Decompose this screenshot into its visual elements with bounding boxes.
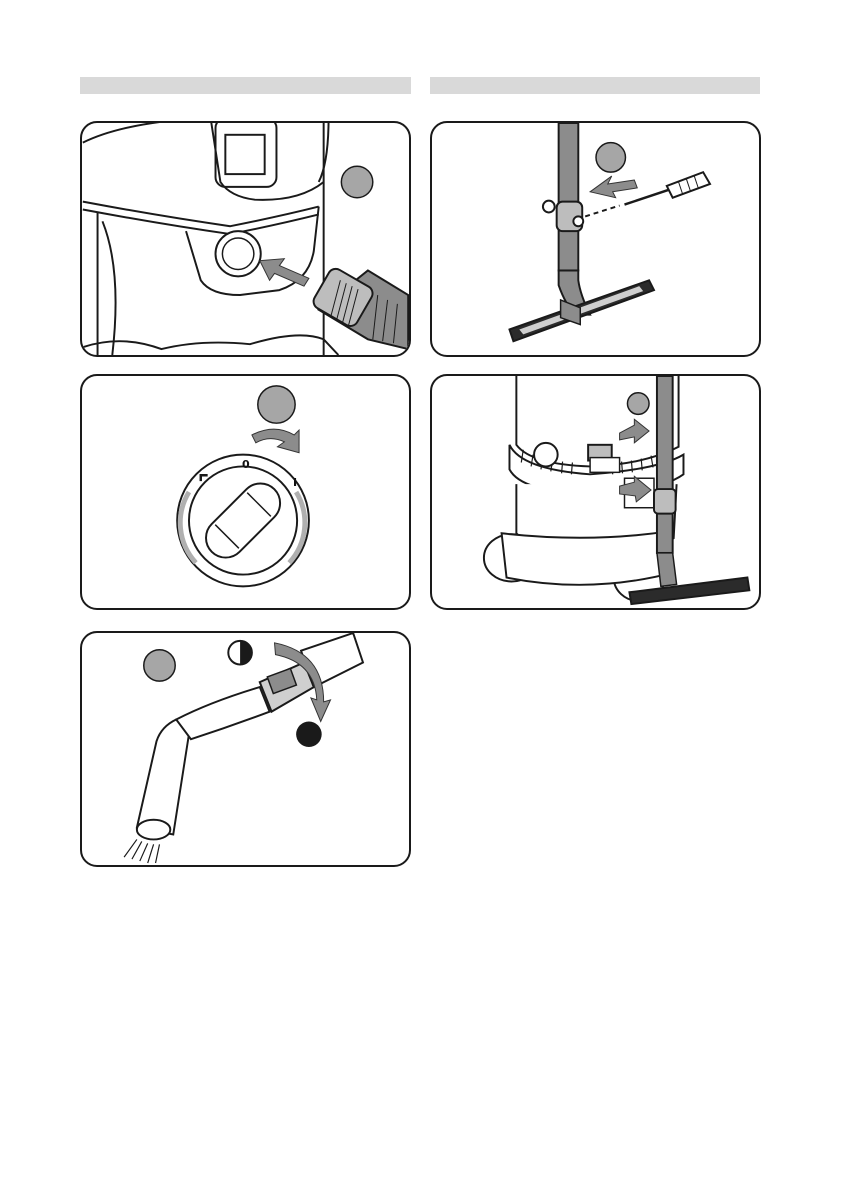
power-dial-illustration (82, 376, 409, 608)
half-moon-icon (228, 641, 252, 665)
step-circle-icon (144, 650, 175, 681)
screwdriver-icon (625, 172, 711, 204)
step-circle-icon (596, 143, 625, 172)
illustration-panel-hose-connect (80, 121, 411, 357)
hose-end-icon (311, 266, 408, 349)
arrow-icon (590, 176, 637, 198)
section-header-bar-left (80, 77, 411, 94)
vacuum-body-illustration (432, 376, 759, 608)
rotate-arrow-icon (252, 429, 299, 453)
illustration-panel-dial-switch: 0 I (80, 374, 411, 610)
filled-circle-icon (296, 721, 322, 747)
arrow-icon (260, 259, 309, 287)
illustration-panel-tube-storage (430, 374, 761, 610)
dial-zero-label: 0 (242, 458, 250, 471)
dial-one-label: I (293, 476, 297, 489)
step-circle-icon (627, 393, 649, 415)
illustration-panel-nozzle-screw (430, 121, 761, 357)
handle-regulator-illustration (82, 633, 409, 865)
section-header-bar-right (430, 77, 760, 94)
step-circle-icon (341, 166, 372, 197)
floor-nozzle-illustration (432, 123, 759, 355)
vacuum-hose-illustration (82, 123, 409, 355)
step-circle-icon (258, 386, 295, 423)
illustration-panel-air-regulator (80, 631, 411, 867)
